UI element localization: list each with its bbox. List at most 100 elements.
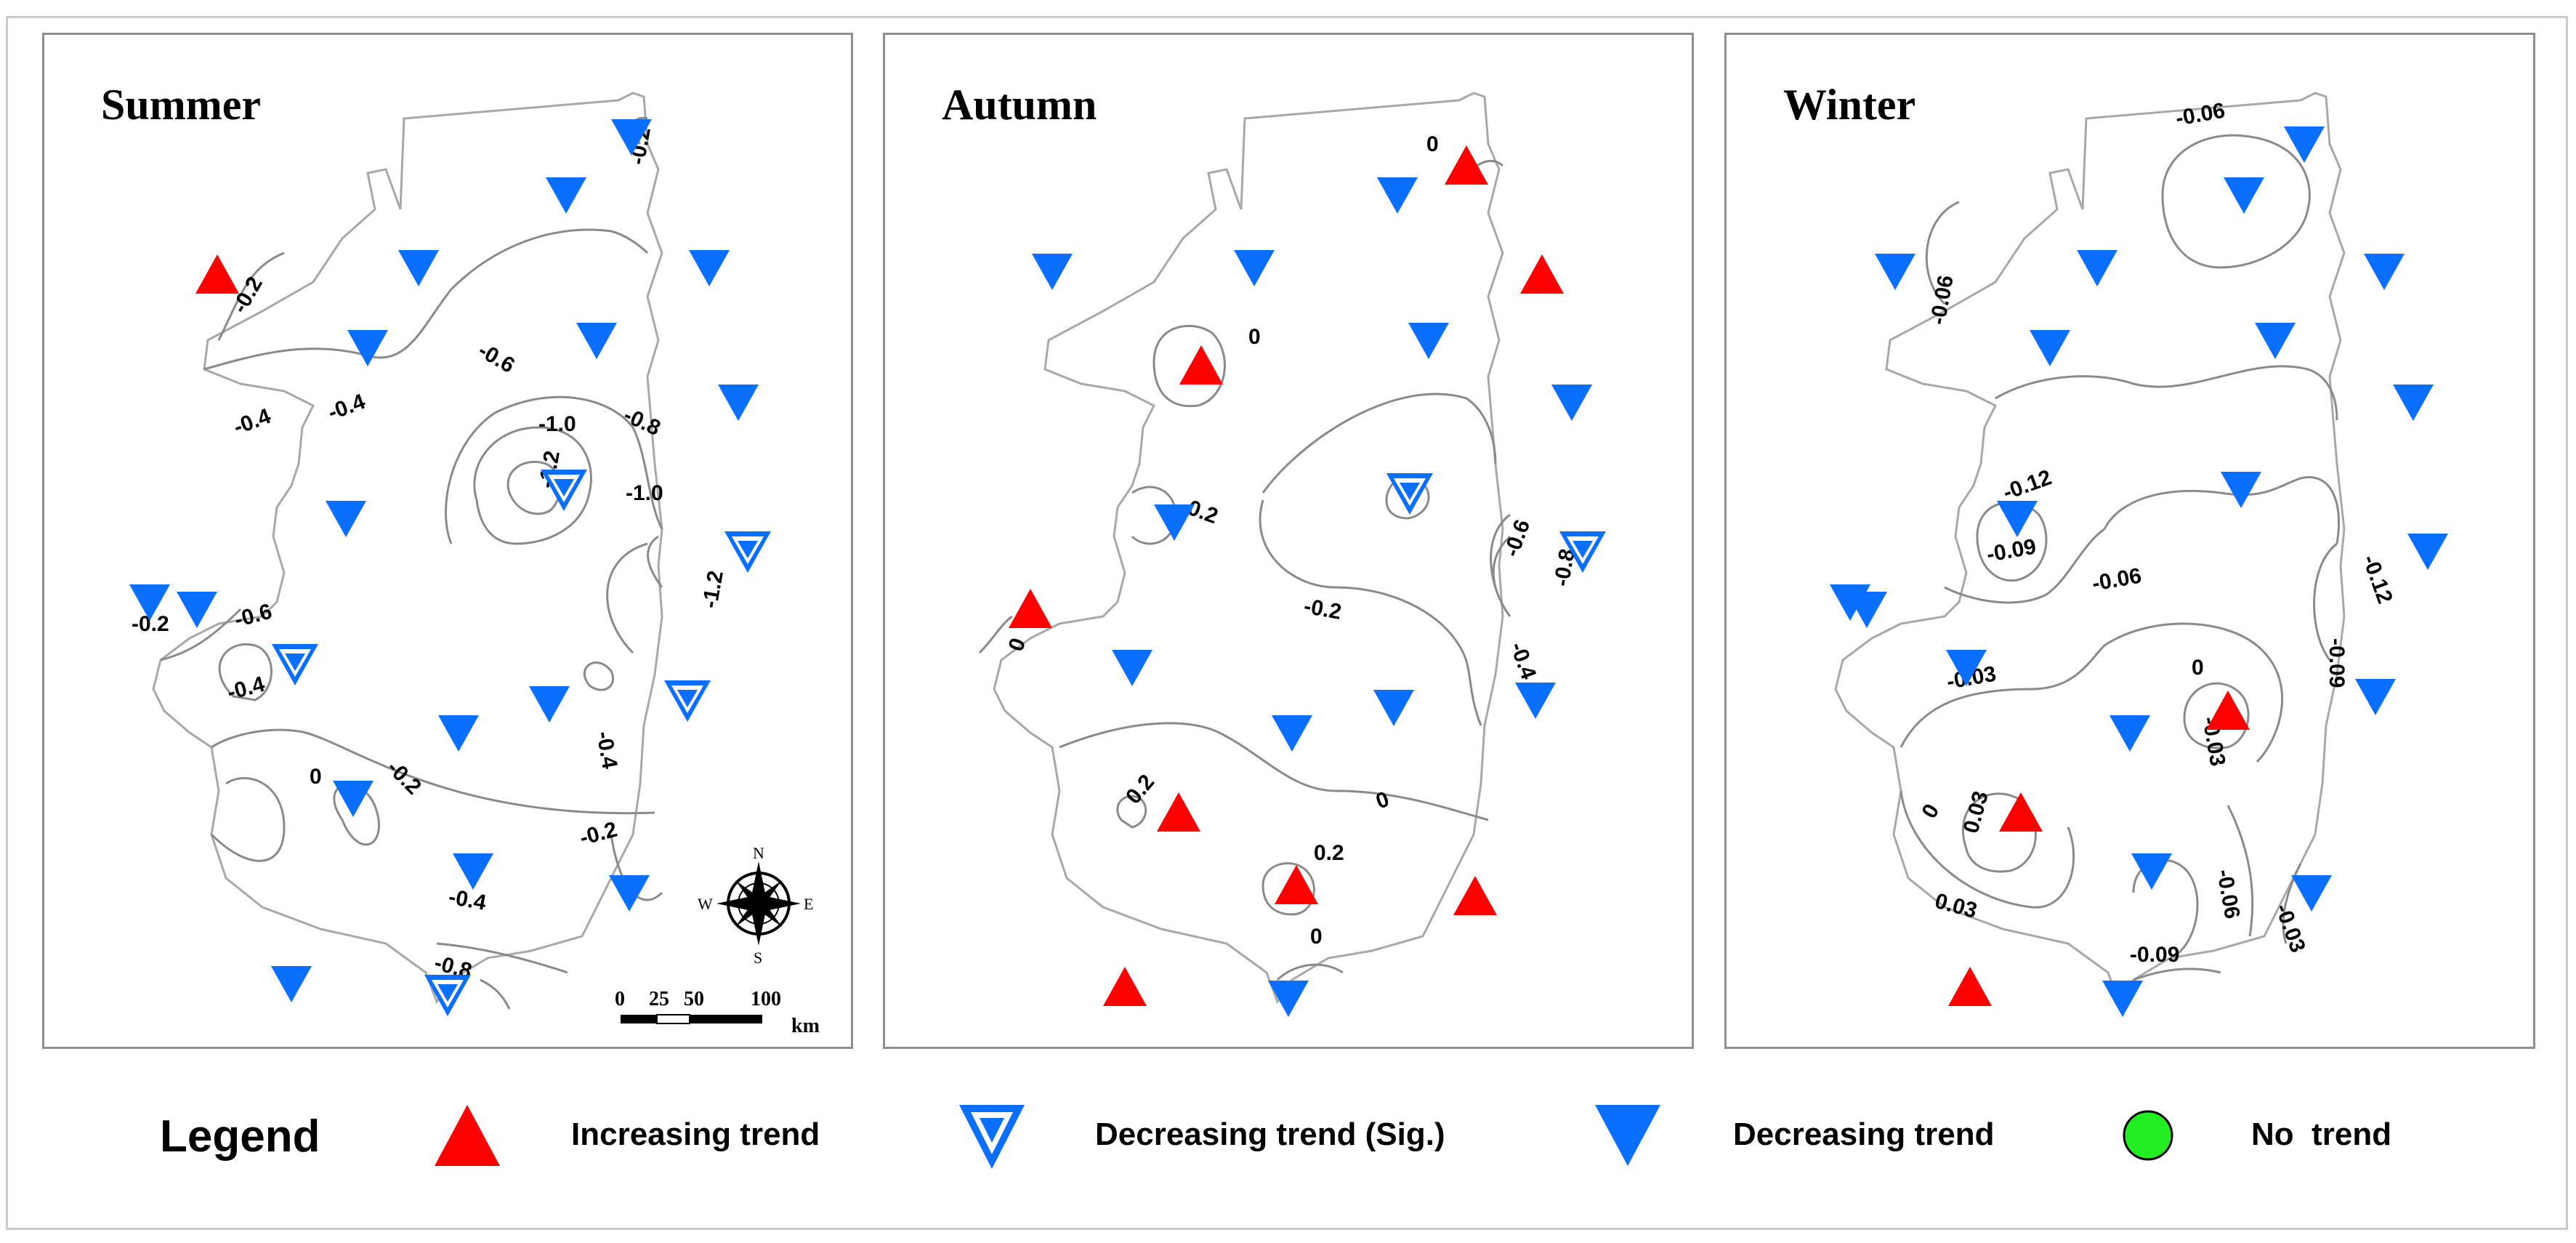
station-decreasing bbox=[1234, 250, 1275, 286]
station-increasing bbox=[1103, 967, 1147, 1006]
contour-label: -0.6 bbox=[1500, 517, 1535, 560]
station-decreasing-sig bbox=[541, 470, 587, 511]
panel-title: Winter bbox=[1783, 81, 1916, 129]
legend-label-decreasing: Decreasing trend bbox=[1733, 1117, 1995, 1152]
station-increasing bbox=[1948, 967, 1992, 1006]
contour-label: -0.09 bbox=[2325, 638, 2349, 688]
station-decreasing bbox=[1272, 715, 1312, 752]
legend: Legend Increasing trend Decreasing trend… bbox=[0, 1083, 2576, 1199]
station-decreasing bbox=[1408, 323, 1449, 359]
station-increasing bbox=[1275, 865, 1318, 904]
map-summer: -0.2 -0.4 -0.4 -0.6 -1.0 -0.8 -1.2 -1.0 … bbox=[129, 92, 820, 1037]
contour-label: -0.03 bbox=[2270, 901, 2309, 956]
increasing-trend-icon bbox=[435, 1105, 500, 1166]
scale-tick: 50 bbox=[684, 988, 704, 1010]
station-decreasing bbox=[2131, 853, 2172, 890]
station-decreasing bbox=[576, 323, 617, 359]
contour-label: -0.4 bbox=[591, 729, 622, 771]
station-decreasing bbox=[546, 177, 586, 214]
scale-unit: km bbox=[791, 1015, 820, 1037]
decreasing-trend-sig-icon bbox=[959, 1105, 1025, 1169]
contour-label: -1.0 bbox=[626, 481, 663, 505]
station-decreasing bbox=[609, 875, 650, 912]
contour-label: -0.4 bbox=[1505, 639, 1541, 683]
figure-frame bbox=[6, 16, 2568, 1230]
station-decreasing bbox=[1373, 690, 1414, 726]
station-decreasing bbox=[2224, 177, 2264, 214]
legend-label-increasing: Increasing trend bbox=[571, 1117, 820, 1152]
station-decreasing-sig bbox=[664, 680, 711, 722]
region-boundary bbox=[993, 92, 1504, 1005]
map-panel-winter: -0.06 -0.06 -0.12 -0.09 -0.06 -0.12 -0.0… bbox=[1724, 33, 2535, 1049]
contour-label: -1.0 bbox=[538, 412, 576, 436]
contour-label: 0 bbox=[2192, 656, 2204, 680]
station-decreasing bbox=[2102, 981, 2143, 1017]
station-increasing bbox=[1009, 589, 1052, 628]
station-increasing bbox=[1520, 254, 1564, 294]
region-boundary bbox=[1834, 92, 2346, 1005]
decreasing-trend-icon bbox=[1595, 1105, 1660, 1166]
station-decreasing bbox=[2393, 385, 2434, 421]
contour-label: 0.03 bbox=[1932, 889, 1979, 923]
station-decreasing bbox=[1112, 650, 1152, 686]
map-winter: -0.06 -0.06 -0.12 -0.09 -0.06 -0.12 -0.0… bbox=[1830, 92, 2448, 1017]
station-decreasing-sig bbox=[724, 531, 771, 573]
station-decreasing bbox=[689, 250, 730, 286]
contour-label: 0.2 bbox=[1121, 770, 1159, 808]
contour-label: -0.06 bbox=[2090, 564, 2143, 596]
north-arrow: N S E W bbox=[698, 844, 813, 967]
station-decreasing bbox=[347, 330, 388, 366]
panel-title: Summer bbox=[101, 81, 261, 129]
station-decreasing bbox=[2291, 875, 2332, 912]
contour-label: -1.2 bbox=[698, 569, 727, 611]
region-boundary bbox=[152, 92, 663, 1005]
no-trend-icon bbox=[2123, 1110, 2173, 1161]
scale-bar: 0 25 50 100 km bbox=[615, 988, 820, 1037]
station-decreasing bbox=[453, 853, 493, 890]
station-increasing bbox=[1157, 792, 1200, 832]
station-decreasing bbox=[177, 592, 217, 628]
station-decreasing bbox=[1268, 981, 1309, 1017]
station-decreasing bbox=[1551, 385, 1592, 421]
contour-label: -0.06 bbox=[2212, 867, 2244, 920]
station-decreasing bbox=[271, 966, 312, 1002]
station-decreasing bbox=[398, 250, 439, 286]
station-decreasing bbox=[1997, 501, 2038, 537]
scale-tick: 25 bbox=[649, 988, 669, 1010]
station-decreasing bbox=[2284, 126, 2325, 163]
station-increasing bbox=[1445, 145, 1488, 185]
contour-label: -0.8 bbox=[620, 403, 664, 441]
scale-tick: 0 bbox=[615, 988, 625, 1010]
compass-s: S bbox=[754, 949, 762, 967]
station-decreasing bbox=[1377, 177, 1418, 214]
legend-title: Legend bbox=[160, 1111, 320, 1162]
map-panel-summer: -0.2 -0.4 -0.4 -0.6 -1.0 -0.8 -1.2 -1.0 … bbox=[42, 33, 853, 1049]
legend-label-decreasing-sig: Decreasing trend (Sig.) bbox=[1095, 1117, 1445, 1152]
station-decreasing bbox=[2030, 330, 2070, 366]
contour-label: 0 bbox=[1917, 800, 1944, 823]
contour-label: -0.6 bbox=[232, 600, 274, 632]
contour-lines bbox=[978, 159, 1511, 981]
station-decreasing bbox=[2364, 254, 2405, 290]
contour-label: -0.12 bbox=[2357, 552, 2397, 607]
contour-label: 0.2 bbox=[1314, 841, 1344, 865]
compass-w: W bbox=[698, 895, 713, 913]
station-decreasing-sig bbox=[424, 975, 471, 1016]
station-increasing bbox=[1179, 345, 1223, 385]
station-decreasing bbox=[326, 501, 366, 537]
station-decreasing bbox=[529, 686, 570, 723]
station-decreasing bbox=[2221, 472, 2261, 508]
contour-label: 0 bbox=[1310, 925, 1323, 949]
station-decreasing bbox=[1032, 254, 1073, 290]
contour-lines bbox=[160, 116, 663, 1010]
station-decreasing bbox=[2109, 715, 2150, 752]
station-decreasing bbox=[333, 781, 374, 817]
contour-label: -0.4 bbox=[230, 404, 274, 440]
contour-lines bbox=[1899, 134, 2341, 981]
station-decreasing bbox=[438, 715, 479, 752]
station-increasing bbox=[195, 254, 239, 294]
contour-label: -0.2 bbox=[382, 756, 426, 800]
contour-label: 0.03 bbox=[1959, 789, 1993, 836]
compass-n: N bbox=[753, 844, 764, 862]
station-decreasing bbox=[718, 385, 759, 421]
